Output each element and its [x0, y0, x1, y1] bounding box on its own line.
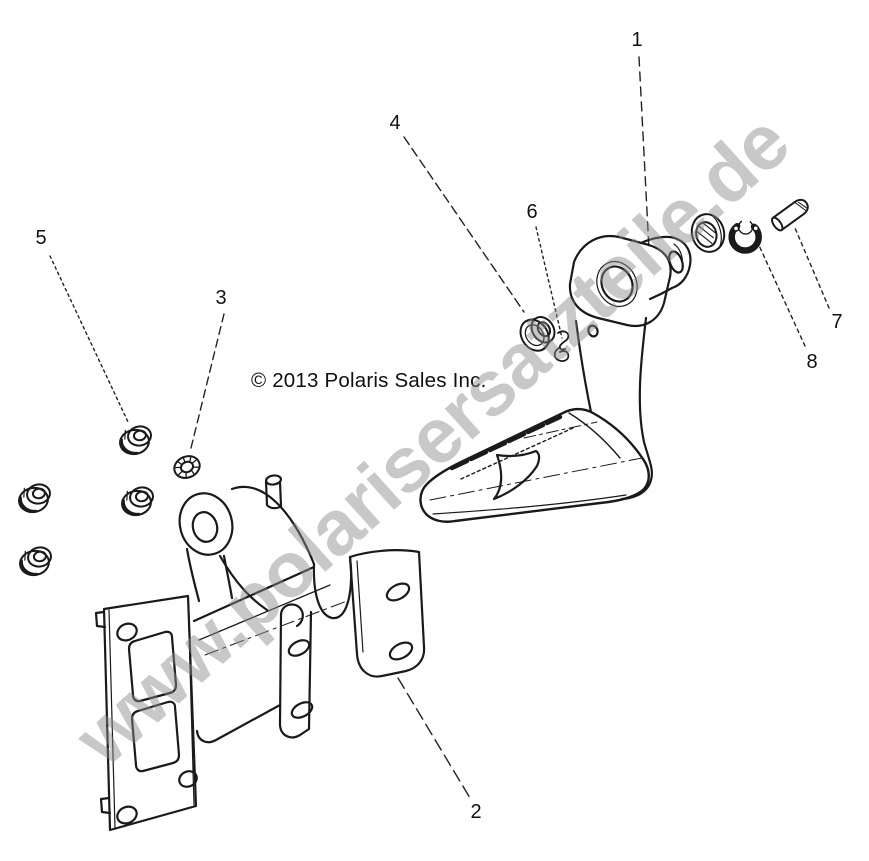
leader-line-2 [397, 677, 471, 799]
pedal-pivot-tube [639, 235, 692, 301]
brake-pedal [419, 235, 692, 523]
pedal-mount-bracket [94, 474, 426, 832]
leader-line-4 [403, 136, 525, 313]
leader-line-7 [794, 227, 830, 309]
leader-line-1 [638, 56, 650, 251]
pedal-pivot-hub [568, 235, 672, 338]
e-clip [728, 220, 762, 254]
pedal-tread-ridges [449, 414, 563, 471]
callout-4: 4 [389, 112, 401, 134]
leader-line-8 [756, 240, 806, 347]
bracket-ear-hole [191, 511, 219, 543]
pivot-bushing [519, 316, 556, 352]
callout-8: 8 [806, 351, 818, 373]
pivot-pin [771, 198, 809, 232]
flange-nut [15, 481, 55, 516]
bracket-pin [264, 474, 283, 510]
callout-3: 3 [215, 287, 227, 309]
flange-nut [116, 423, 156, 458]
leader-line-5 [49, 255, 130, 425]
lock-washer [170, 451, 205, 484]
callout-5: 5 [35, 227, 47, 249]
copyright-text: © 2013 Polaris Sales Inc. [251, 369, 487, 392]
callout-1: 1 [631, 29, 643, 51]
bracket-box-section [192, 565, 348, 744]
bracket-face-plate [94, 594, 198, 832]
callout-2: 2 [470, 801, 482, 823]
retainer-clip [553, 330, 570, 362]
bracket-ear [178, 492, 234, 556]
flange-nuts [15, 423, 158, 579]
bracket-right-flange [348, 549, 426, 678]
flange-nut [118, 484, 158, 519]
leader-line-3 [190, 313, 225, 449]
flange-nut [16, 544, 56, 579]
leader-line-6 [535, 226, 563, 339]
callout-6: 6 [526, 201, 538, 223]
pedal-foot-pad [419, 407, 650, 523]
callout-7: 7 [831, 311, 843, 333]
pivot-bushing-cap [690, 213, 726, 253]
leader-lines [49, 56, 830, 799]
